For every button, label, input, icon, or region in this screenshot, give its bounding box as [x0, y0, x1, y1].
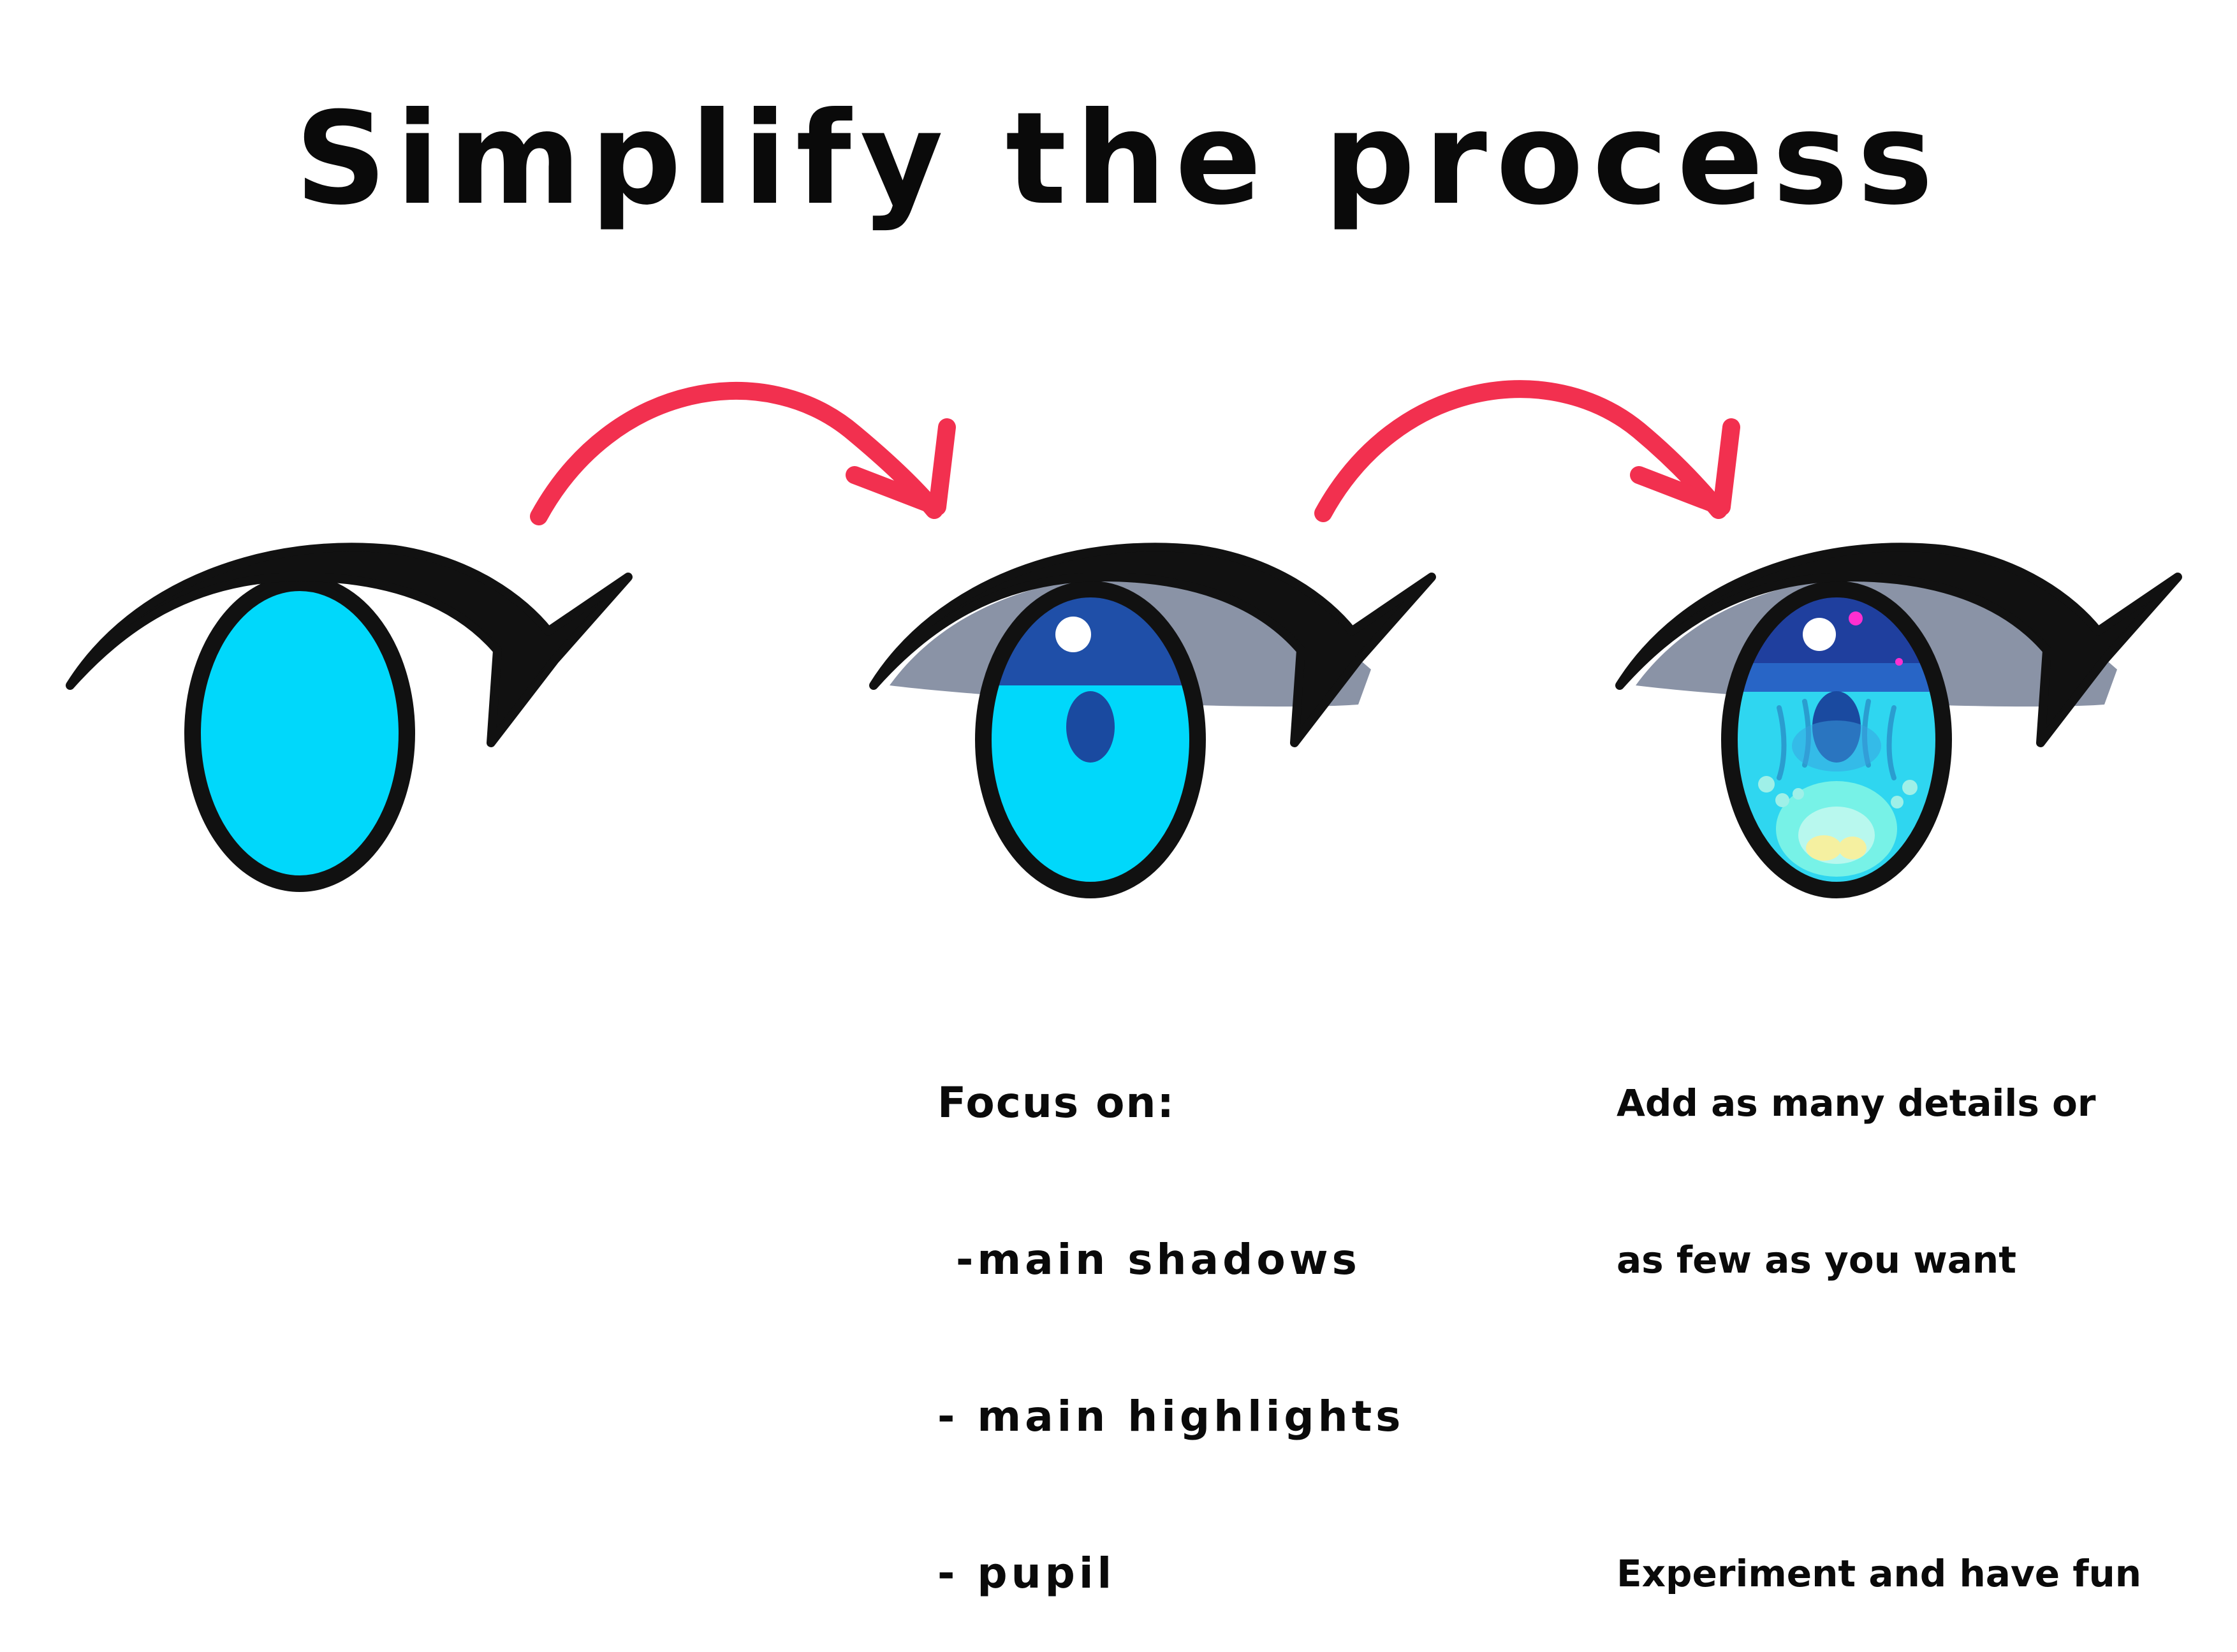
arrow-curved-icon: [1314, 380, 1740, 522]
page-title: Simplify the process: [295, 85, 1942, 233]
details-note-line: Add as many details or: [1617, 1081, 2096, 1125]
eye-3-sparkle: [1849, 611, 1863, 625]
focus-note-item: - main highlights: [937, 1392, 1405, 1441]
eye-3-iris-outline: [1721, 581, 1952, 898]
shaded-eye: [869, 543, 1436, 898]
details-note-line: as few as you want: [1617, 1238, 2016, 1282]
focus-note-item: -main shadows: [937, 1235, 1361, 1284]
eye-3-light: [1806, 835, 1842, 861]
eye-2-upper-lash: [869, 543, 1436, 747]
focus-note: Focus on: -main shadows - main highlight…: [937, 972, 1404, 1652]
eye-1-iris: [184, 574, 415, 892]
base-eye: [66, 543, 633, 892]
eye-2-iris-outline: [975, 581, 1206, 898]
detailed-eye: [1615, 543, 2182, 898]
arrow-curved-icon: [530, 382, 956, 525]
eye-3-upper-lash: [1615, 543, 2182, 747]
eye-3-highlight: [1803, 618, 1836, 651]
details-note: Add as many details or as few as you wan…: [1617, 972, 2141, 1652]
focus-note-item: - pupil: [937, 1549, 1116, 1598]
eye-1-upper-lash: [66, 543, 633, 747]
eye-2-pupil: [1066, 691, 1115, 763]
eye-2-highlight: [1055, 617, 1091, 652]
focus-note-heading: Focus on:: [937, 1078, 1175, 1127]
details-note-line: Experiment and have fun: [1617, 1552, 2142, 1595]
eye-steps-illustration: [66, 380, 2182, 898]
